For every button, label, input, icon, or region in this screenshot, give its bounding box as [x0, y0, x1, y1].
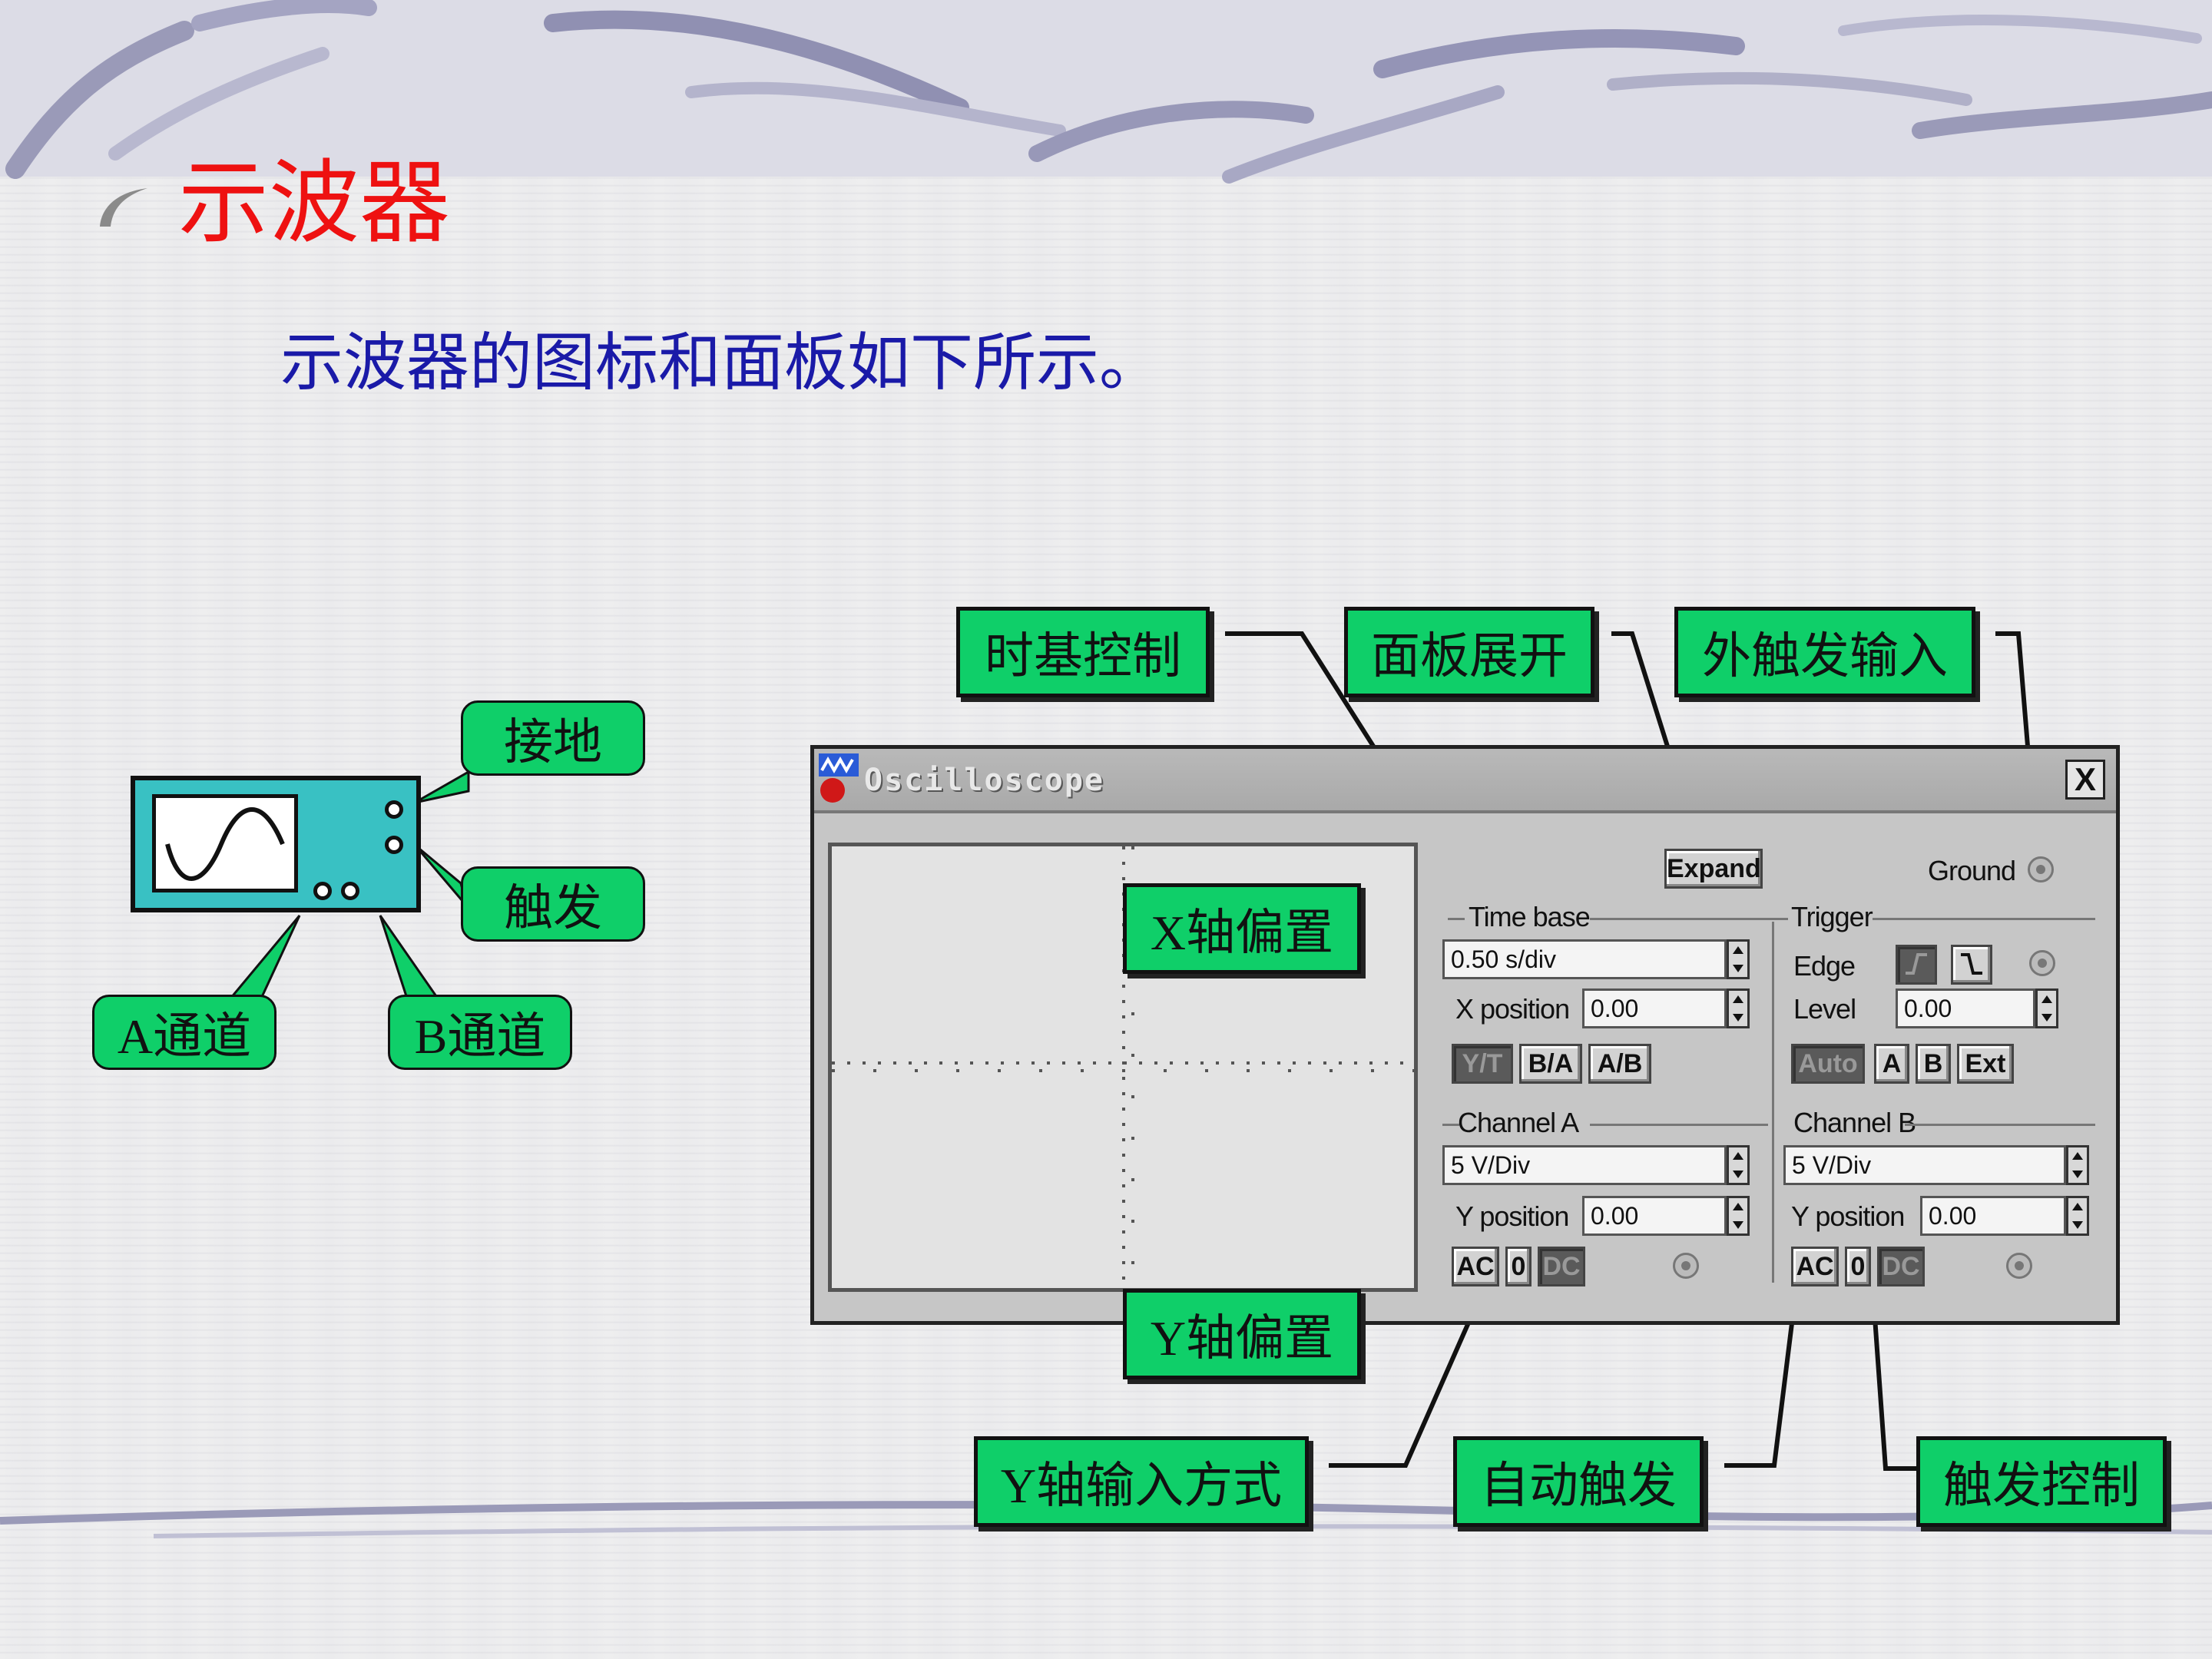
close-button[interactable]: X	[2065, 760, 2105, 800]
ground-terminal[interactable]	[385, 800, 403, 819]
channel-b-terminal-radio[interactable]	[2006, 1253, 2032, 1279]
ext-trigger-radio[interactable]	[2029, 950, 2055, 976]
trigger-frame-top	[1873, 918, 2095, 920]
ground-label: Ground	[1928, 855, 2016, 886]
trigger-group-label: Trigger	[1791, 901, 1873, 932]
trigger-b-button[interactable]: B	[1916, 1044, 1951, 1084]
oscilloscope-icon[interactable]	[131, 776, 421, 912]
channel-b-ac-button[interactable]: AC	[1791, 1247, 1839, 1286]
trigger-terminal[interactable]	[385, 836, 403, 854]
channel-a-ypos-spinner[interactable]	[1727, 1196, 1750, 1236]
slide-title: 示波器	[178, 150, 451, 256]
mode-ba-button[interactable]: B/A	[1519, 1044, 1582, 1084]
callout-x-offset: X轴偏置	[1123, 883, 1361, 974]
channel-b-group-label: Channel B	[1793, 1107, 1916, 1138]
callout-ext-trigger-input: 外触发输入	[1674, 607, 1975, 697]
channel-a-ypos-label: Y position	[1455, 1200, 1569, 1232]
oscilloscope-app-icon	[819, 753, 859, 803]
channel-b-terminal[interactable]	[341, 882, 359, 900]
rising-edge-button[interactable]	[1896, 945, 1937, 985]
channel-a-dc-button[interactable]: DC	[1538, 1247, 1585, 1286]
callout-timebase-control: 时基控制	[956, 607, 1210, 697]
level-field[interactable]: 0.00	[1896, 988, 2035, 1028]
callout-y-input-mode: Y轴输入方式	[974, 1436, 1309, 1527]
channel-a-frame-top	[1590, 1124, 1768, 1126]
trigger-ext-button[interactable]: Ext	[1957, 1044, 2014, 1084]
title-bullet-icon	[100, 188, 147, 227]
channel-b-ypos-field[interactable]: 0.00	[1920, 1196, 2066, 1236]
channel-a-scale-field[interactable]: 5 V/Div	[1442, 1145, 1727, 1185]
panel-divider	[1772, 922, 1774, 1283]
window-title: Oscilloscope	[864, 763, 1104, 798]
sine-wave-icon	[165, 807, 285, 881]
channel-a-zero-button[interactable]: 0	[1505, 1247, 1532, 1286]
channel-b-dc-button[interactable]: DC	[1877, 1247, 1925, 1286]
trigger-a-button[interactable]: A	[1874, 1044, 1909, 1084]
label-channel-b: B通道	[388, 995, 572, 1070]
xpos-label: X position	[1455, 993, 1570, 1025]
slide-subtitle: 示波器的图标和面板如下所示。	[280, 326, 1163, 399]
level-label: Level	[1793, 993, 1856, 1025]
channel-a-frame	[1442, 1124, 1459, 1126]
xpos-field[interactable]: 0.00	[1582, 988, 1727, 1028]
ground-terminal-radio[interactable]	[2028, 856, 2054, 882]
edge-label: Edge	[1793, 950, 1856, 982]
timebase-group-label: Time base	[1469, 901, 1591, 932]
channel-b-scale-field[interactable]: 5 V/Div	[1783, 1145, 2066, 1185]
channel-a-scale-spinner[interactable]	[1727, 1145, 1750, 1185]
trigger-auto-button[interactable]: Auto	[1791, 1044, 1865, 1084]
channel-a-terminal-radio[interactable]	[1673, 1253, 1699, 1279]
channel-a-terminal[interactable]	[313, 882, 332, 900]
label-ground: 接地	[461, 700, 645, 776]
callout-y-offset: Y轴偏置	[1123, 1289, 1361, 1379]
channel-b-ypos-spinner[interactable]	[2066, 1196, 2089, 1236]
timebase-spinner[interactable]	[1727, 939, 1750, 979]
label-trigger: 触发	[461, 866, 645, 942]
falling-edge-icon	[1961, 953, 1982, 975]
decorative-header-band	[0, 0, 2212, 184]
timebase-frame	[1448, 918, 1465, 920]
mode-ab-button[interactable]: A/B	[1588, 1044, 1651, 1084]
level-spinner[interactable]	[2035, 988, 2058, 1028]
channel-b-frame-top	[1905, 1124, 2095, 1126]
channel-a-ypos-field[interactable]: 0.00	[1582, 1196, 1727, 1236]
xpos-spinner[interactable]	[1727, 988, 1750, 1028]
window-titlebar[interactable]: Oscilloscope X	[814, 749, 2116, 813]
timebase-field[interactable]: 0.50 s/div	[1442, 939, 1727, 979]
expand-button[interactable]: Expand	[1664, 849, 1763, 889]
timebase-frame-top	[1590, 918, 1788, 920]
oscilloscope-window: Oscilloscope X Expand Ground Time base 0…	[810, 745, 2120, 1325]
channel-b-scale-spinner[interactable]	[2066, 1145, 2089, 1185]
channel-a-group-label: Channel A	[1458, 1107, 1579, 1138]
channel-b-zero-button[interactable]: 0	[1845, 1247, 1871, 1286]
label-channel-a: A通道	[92, 995, 276, 1070]
callout-auto-trigger: 自动触发	[1453, 1436, 1704, 1527]
falling-edge-button[interactable]	[1951, 945, 1992, 985]
callout-panel-expand: 面板展开	[1344, 607, 1594, 697]
rising-edge-icon	[1906, 953, 1927, 975]
icon-screen	[152, 794, 298, 892]
channel-a-ac-button[interactable]: AC	[1452, 1247, 1499, 1286]
mode-yt-button[interactable]: Y/T	[1452, 1044, 1513, 1084]
channel-b-ypos-label: Y position	[1791, 1200, 1905, 1232]
scope-grid	[832, 846, 1414, 1288]
callout-trigger-control: 触发控制	[1916, 1436, 2167, 1527]
